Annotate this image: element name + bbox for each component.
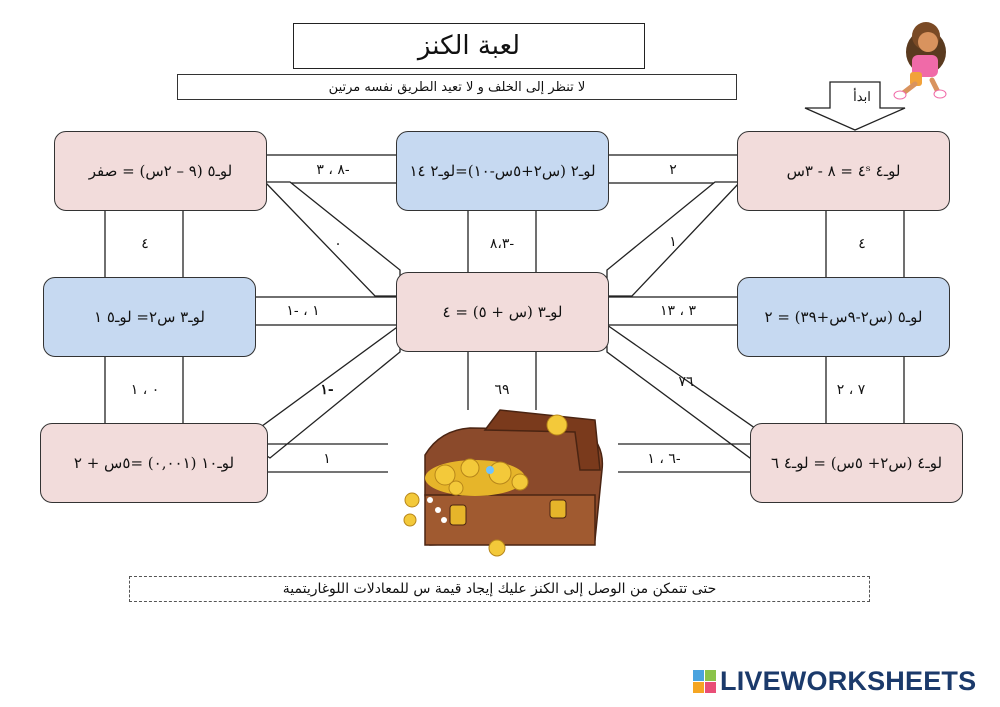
corridor-diag-top-left	[265, 182, 400, 296]
equation-box-bottom-right[interactable]: لوـ٤ (س٢+ ٥س) = لوـ٤ ٦	[750, 423, 963, 503]
start-label: ابدأ	[842, 90, 882, 105]
equation-box-top-left[interactable]: لوـ٥ (٩ – ٢س) = صفر	[54, 131, 267, 211]
treasure-chest-illustration	[404, 410, 602, 556]
liveworksheets-brand[interactable]: LIVEWORKSHEETS	[693, 666, 976, 697]
corridor-mid-left-center	[255, 297, 400, 325]
path-label-top-right-down: ٤	[858, 236, 866, 252]
instruction-footer: حتى تتمكن من الوصل إلى الكنز عليك إيجاد …	[129, 576, 870, 602]
path-label-diag-center-bottom-left: -١	[320, 382, 333, 398]
brand-text: LIVEWORKSHEETS	[720, 666, 976, 697]
equation-box-top-center[interactable]: لوـ٢ (س٢+٥س-١٠)=لوـ٢ ١٤	[396, 131, 609, 211]
path-label-diag-center-bottom-right: ٧٦	[678, 374, 693, 390]
path-label-mid-right-down: ٧ ، ٢	[837, 382, 865, 398]
equation-box-center[interactable]: لوـ٣ (س + ٥) = ٤	[396, 272, 609, 352]
path-label-top-center-right: ٢	[669, 162, 677, 178]
dora-character-illustration	[894, 22, 946, 99]
equation-box-top-right[interactable]: لوـ٤ ٤ˢ = ٨ - ٣س	[737, 131, 950, 211]
path-label-mid-center-right: ٣ ، ١٣	[660, 303, 696, 319]
equation-box-mid-left[interactable]: لوـ٣ س٢= لوـ٥ ١	[43, 277, 256, 357]
path-label-bottom-left-treasure: ١	[323, 451, 331, 467]
path-label-mid-left-center: ١ ، -١	[286, 303, 319, 319]
path-label-mid-left-down: ٠ ، ١	[131, 382, 159, 398]
path-label-diag-top-left: ٠	[334, 236, 342, 252]
liveworksheets-logo-icon	[693, 670, 716, 693]
page-title: لعبة الكنز	[293, 23, 645, 69]
path-label-diag-top-right: ١	[669, 234, 677, 250]
path-label-center-down: ٦٩	[494, 382, 509, 398]
equation-box-mid-right[interactable]: لوـ٥ (س٢-٩س+٣٩) = ٢	[737, 277, 950, 357]
rules-subtitle: لا تنظر إلى الخلف و لا تعيد الطريق نفسه …	[177, 74, 737, 100]
path-label-bottom-right-treasure: -٦ ، ١	[647, 451, 680, 467]
path-label-top-center-down: -٨،٣	[490, 236, 514, 252]
equation-box-bottom-left[interactable]: لوـ١٠ (٠,٠٠١) =٥س + ٢	[40, 423, 268, 503]
path-label-top-left-center: -٨ ، ٣	[316, 162, 349, 178]
path-label-top-left-down: ٤	[141, 236, 149, 252]
